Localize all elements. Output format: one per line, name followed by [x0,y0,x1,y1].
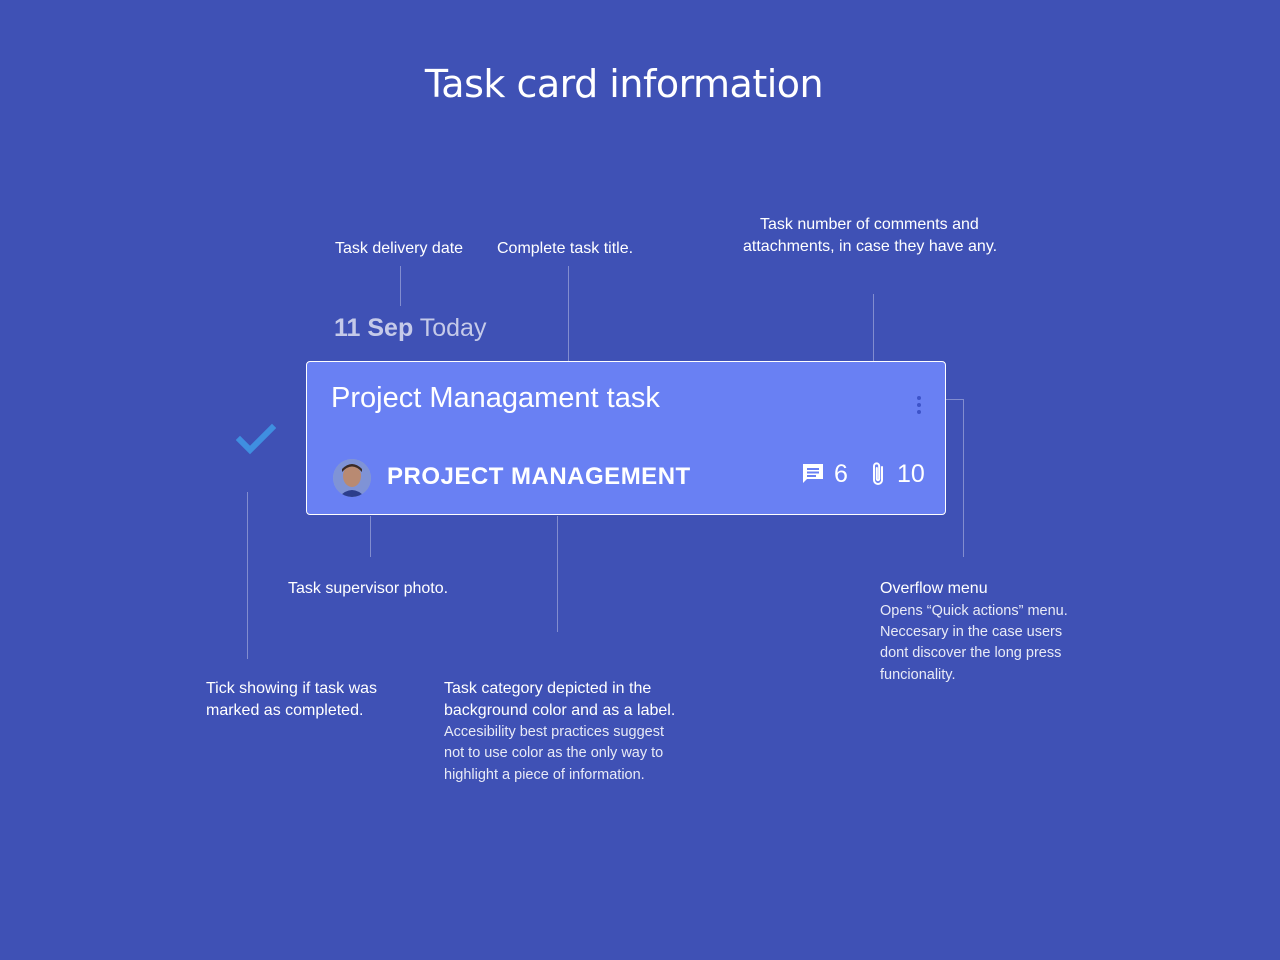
annotation-overflow-line-2: Neccesary in the case users [880,624,1063,640]
leader-line-category [557,516,558,632]
card-title: Project Managament task [331,382,660,414]
leader-line-overflow-v [963,399,964,557]
more-vert-icon[interactable] [909,392,929,418]
avatar [333,459,371,497]
leader-line-delivery-date [400,266,401,306]
page-title: Task card information [424,62,824,106]
delivery-date: 11 Sep [334,314,414,342]
annotation-category-line-3: Accesibility best practices suggest [444,724,665,740]
annotation-overflow-line-1: Opens “Quick actions” menu. [880,603,1068,619]
task-card[interactable]: Project Managament task PROJECT MANAGEME… [306,361,946,515]
annotation-counts-line-2: attachments, in case they have any. [743,238,998,255]
annotation-counts-line-1: Task number of comments and [760,216,979,233]
annotation-overflow-title: Overflow menu [880,580,988,597]
annotation-category-line-4: not to use color as the only way to [444,745,664,761]
paperclip-icon [873,462,883,485]
annotation-category-line-2: background color and as a label. [444,702,676,719]
category-label: PROJECT MANAGEMENT [387,463,691,490]
leader-line-supervisor [370,516,371,557]
check-icon[interactable] [236,422,276,456]
leader-line-overflow-h [942,399,963,400]
annotation-tick-line-2: marked as completed. [206,702,364,719]
annotation-overflow-line-3: dont discover the long press [880,645,1062,661]
annotation-tick-line-1: Tick showing if task was [206,680,378,697]
date-row: 11 Sep Today [334,314,486,343]
annotation-delivery-date: Task delivery date [335,240,464,257]
delivery-relative: Today [419,314,487,342]
annotation-task-title: Complete task title. [497,240,634,257]
leader-line-tick [247,492,248,659]
leader-line-task-title [568,266,569,362]
comments-count: 6 [834,460,848,488]
annotation-overflow-line-4: funcionality. [880,667,956,683]
annotation-category-line-1: Task category depicted in the [444,680,652,697]
attachments-count: 10 [897,460,925,488]
comment-icon [803,464,823,483]
annotation-supervisor-photo: Task supervisor photo. [288,580,449,597]
annotation-category-line-5: highlight a piece of information. [444,767,645,783]
